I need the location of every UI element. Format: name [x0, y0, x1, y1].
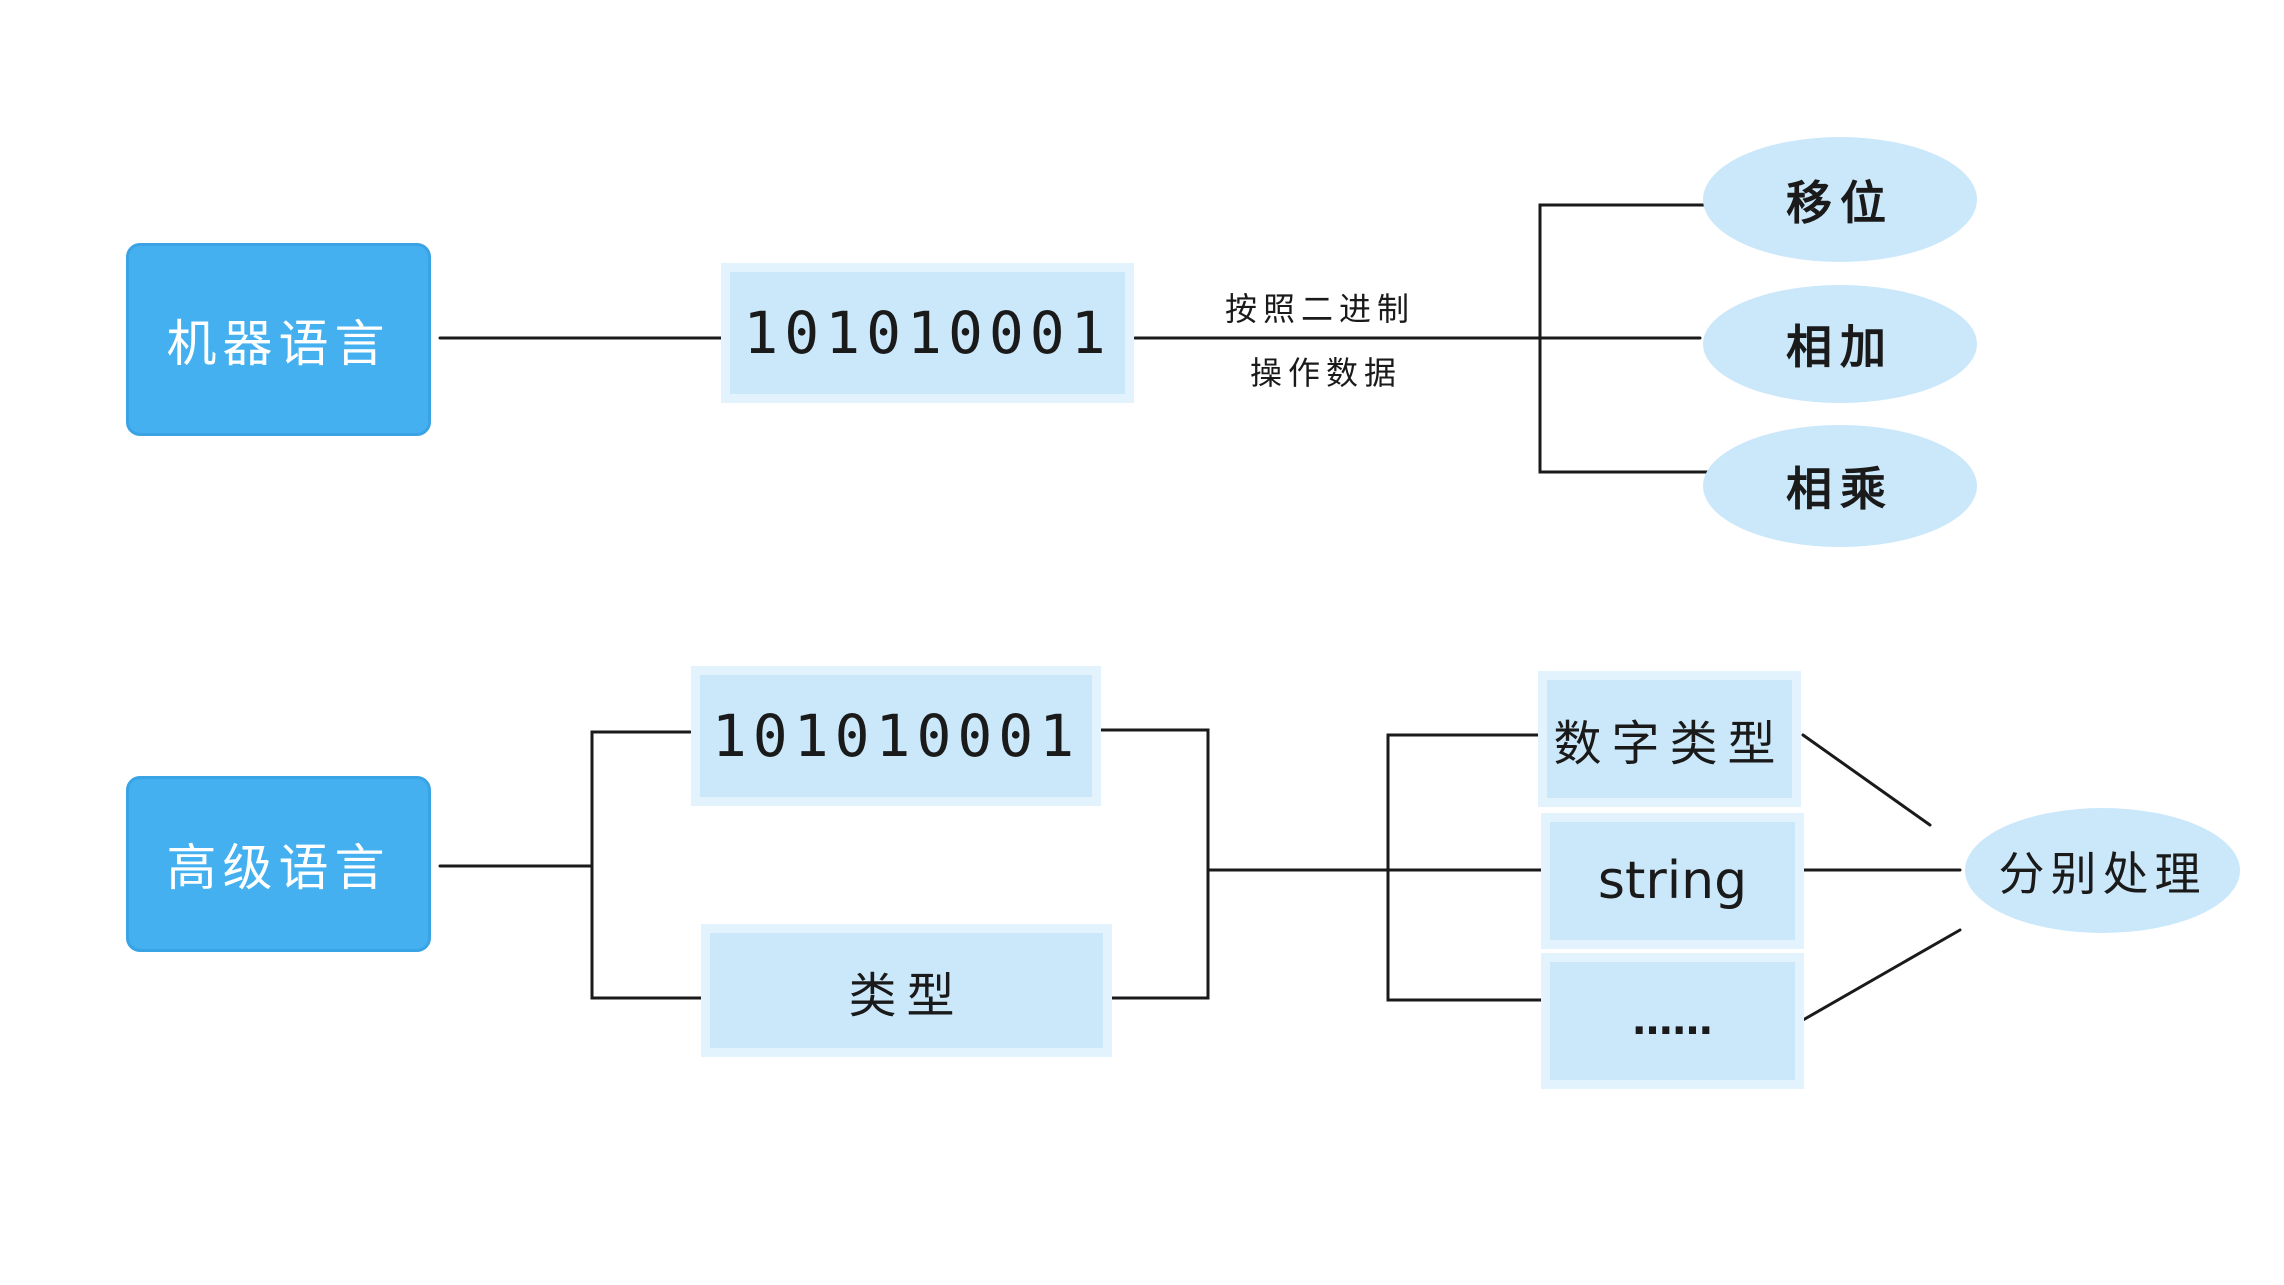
binary-box-bottom: 101010001	[700, 675, 1092, 797]
edge-label-line2: 操作数据	[1250, 354, 1403, 392]
binary-bottom-label: 101010001	[711, 702, 1081, 770]
operation-shift-ellipse: 移位	[1703, 137, 1977, 262]
operation-multiply-ellipse: 相乘	[1703, 425, 1977, 547]
binary-box-top: 101010001	[730, 272, 1125, 394]
operation-multiply-label: 相乘	[1786, 462, 1894, 516]
machine-language-box: 机器语言	[126, 243, 431, 436]
type-box: 类型	[710, 933, 1103, 1048]
operation-add-ellipse: 相加	[1703, 285, 1977, 403]
operation-add-label: 相加	[1786, 320, 1894, 374]
result-ellipse: 分别处理	[1965, 808, 2240, 933]
result-label: 分别处理	[1998, 846, 2207, 901]
more-types-label: ……	[1632, 998, 1713, 1044]
bracket-types	[1386, 733, 1582, 1002]
bracket-right	[1068, 728, 1210, 1000]
number-type-box: 数字类型	[1547, 680, 1792, 798]
high-level-language-box: 高级语言	[126, 776, 431, 952]
line-number-to-result	[1801, 733, 1932, 827]
machine-language-label: 机器语言	[166, 314, 391, 373]
operation-shift-label: 移位	[1786, 175, 1894, 230]
number-type-label: 数字类型	[1553, 716, 1786, 772]
line-ellipsis-to-result	[1801, 928, 1962, 1022]
more-types-box: ……	[1550, 962, 1795, 1080]
binary-top-label: 101010001	[743, 299, 1112, 367]
string-type-box: string	[1550, 822, 1795, 940]
bracket-left	[590, 730, 717, 1000]
high-level-language-label: 高级语言	[166, 839, 391, 897]
string-type-label: string	[1597, 851, 1748, 911]
edge-label-line1: 按照二进制	[1225, 290, 1416, 328]
type-label: 类型	[848, 967, 965, 1024]
